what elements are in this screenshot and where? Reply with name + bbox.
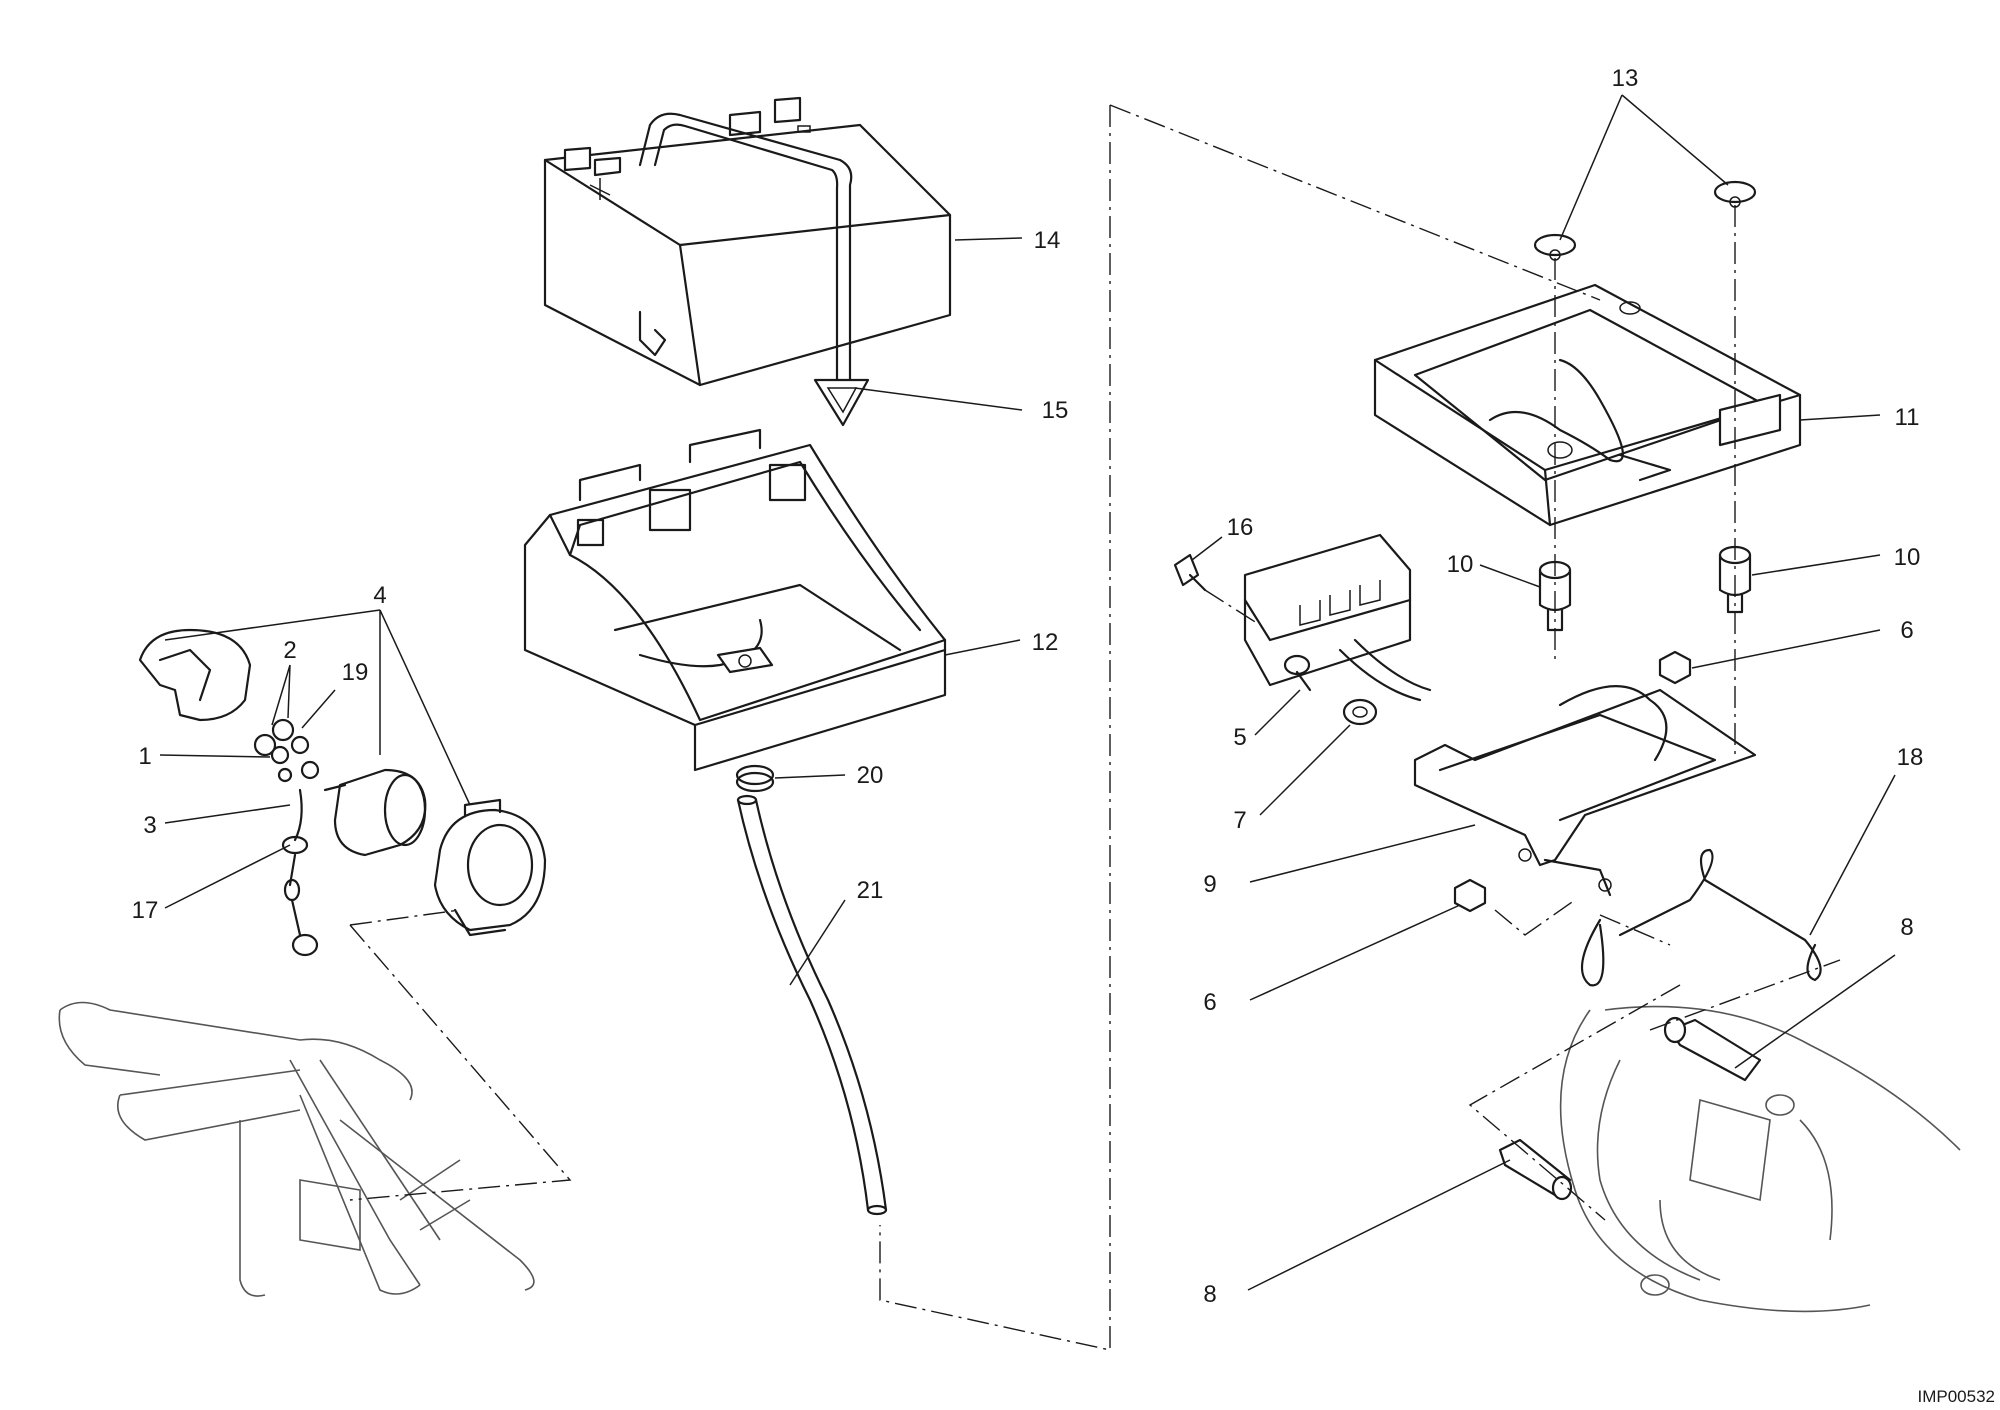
support-bracket bbox=[1413, 685, 1757, 897]
battery bbox=[543, 96, 952, 387]
callout-15: 15 bbox=[1042, 397, 1069, 424]
drawing-code: IMP00532 bbox=[1918, 1387, 1996, 1406]
terminal-nuts bbox=[253, 718, 320, 783]
callout-8-upper: 8 bbox=[1900, 914, 1913, 941]
screw-left bbox=[1533, 233, 1577, 261]
leader-lines bbox=[159, 94, 1896, 1291]
callout-17: 17 bbox=[132, 897, 159, 924]
bolt-8-lower bbox=[1498, 1138, 1573, 1201]
callout-2: 2 bbox=[283, 637, 296, 664]
callout-18: 18 bbox=[1897, 744, 1924, 771]
callout-9: 9 bbox=[1203, 871, 1216, 898]
callout-16: 16 bbox=[1227, 514, 1254, 541]
callout-11: 11 bbox=[1895, 404, 1920, 431]
assembly-lines bbox=[349, 104, 1841, 1351]
frame-left bbox=[58, 1001, 535, 1297]
battery-tray bbox=[523, 428, 947, 772]
bolt bbox=[1173, 553, 1207, 592]
nut-upper bbox=[1658, 650, 1692, 685]
connector-block bbox=[1243, 533, 1432, 702]
grommet-5 bbox=[1283, 654, 1312, 692]
grommet-7 bbox=[1342, 698, 1378, 726]
callout-7: 7 bbox=[1233, 807, 1246, 834]
frame-right bbox=[1559, 1005, 1961, 1313]
ground-cable bbox=[281, 788, 319, 957]
callout-5: 5 bbox=[1233, 724, 1246, 751]
battery-strap bbox=[638, 112, 870, 427]
rubber-boot-bottom bbox=[433, 798, 547, 937]
callout-14: 14 bbox=[1034, 227, 1061, 254]
mounting-plate bbox=[1373, 283, 1802, 527]
nut-lower bbox=[1453, 878, 1487, 913]
callout-19: 19 bbox=[342, 659, 369, 686]
drain-hose bbox=[736, 794, 888, 1216]
callout-10-left: 10 bbox=[1447, 551, 1474, 578]
rubber-boot-top bbox=[138, 628, 252, 722]
bolt-8-upper bbox=[1663, 1016, 1762, 1082]
callout-labels: 1 2 3 4 5 6 6 7 8 8 9 10 10 11 12 13 14 … bbox=[132, 65, 1924, 1308]
callout-6-lower: 6 bbox=[1203, 989, 1216, 1016]
callout-21: 21 bbox=[857, 877, 884, 904]
callout-1: 1 bbox=[138, 743, 151, 770]
relay-cylinder bbox=[323, 768, 427, 857]
wire-spring bbox=[1580, 848, 1822, 987]
hose-clip bbox=[735, 764, 775, 793]
callout-6-upper: 6 bbox=[1900, 617, 1913, 644]
callout-3: 3 bbox=[143, 812, 156, 839]
screw-right bbox=[1713, 180, 1757, 208]
callout-8-lower: 8 bbox=[1203, 1281, 1216, 1308]
callout-4: 4 bbox=[373, 582, 386, 609]
callout-12: 12 bbox=[1032, 629, 1059, 656]
callout-13: 13 bbox=[1612, 65, 1639, 92]
callout-10-right: 10 bbox=[1894, 544, 1921, 571]
callout-20: 20 bbox=[857, 762, 884, 789]
